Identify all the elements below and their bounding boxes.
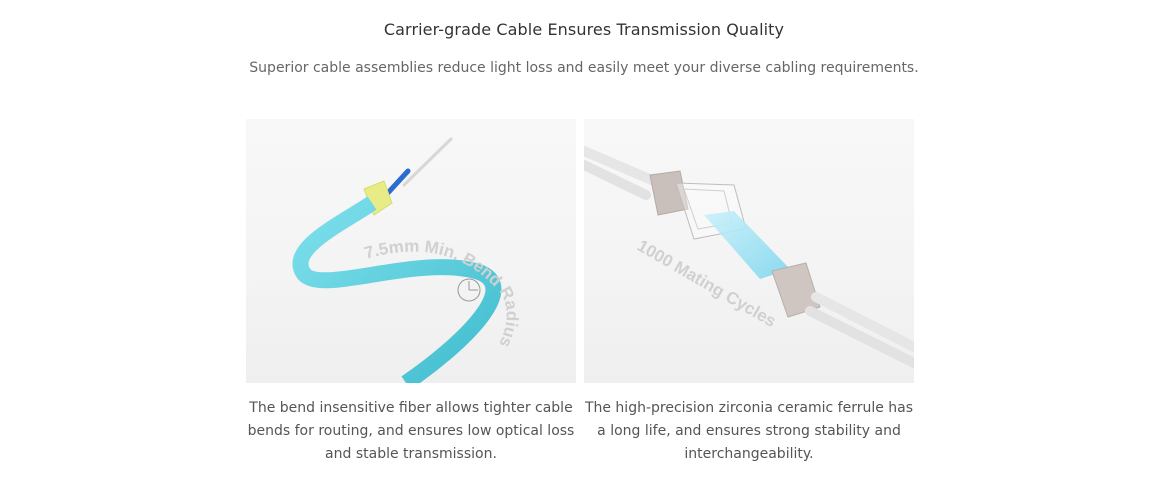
connector-illustration: 1000 Mating Cycles <box>584 146 914 368</box>
fiber-buffer <box>383 168 411 198</box>
bend-radius-caption: The bend insensitive fiber allows tighte… <box>247 400 575 462</box>
section-title: Carrier-grade Cable Ensures Transmission… <box>383 20 785 39</box>
right-cable-jacket-1 <box>811 292 914 352</box>
section-subtitle: Superior cable assemblies reduce light l… <box>249 60 919 76</box>
mating-cycles-image: 1000 Mating Cycles <box>584 119 914 383</box>
mating-cycles-caption: The high-precision zirconia ceramic ferr… <box>584 400 914 462</box>
light-beam <box>704 211 790 279</box>
aqua-cable <box>292 196 502 383</box>
bend-radius-image: 7.5mm Min. Bend Radius <box>246 119 576 383</box>
left-cable-jacket-1 <box>584 146 659 186</box>
left-cable-jacket-2 <box>584 160 651 200</box>
left-connector-body <box>649 170 689 216</box>
feature-card-bend-radius: 7.5mm Min. Bend Radius The bend insensit… <box>246 119 576 466</box>
feature-card-mating-cycles: 1000 Mating Cycles The high-precision zi… <box>584 119 914 466</box>
radius-circle <box>457 278 481 302</box>
bare-fiber <box>402 137 453 187</box>
bend-radius-overlay-text: 7.5mm Min. Bend Radius <box>362 237 521 351</box>
right-connector-body <box>771 262 821 318</box>
bend-fiber-illustration: 7.5mm Min. Bend Radius <box>292 137 522 383</box>
right-cable-jacket-2 <box>805 306 914 368</box>
